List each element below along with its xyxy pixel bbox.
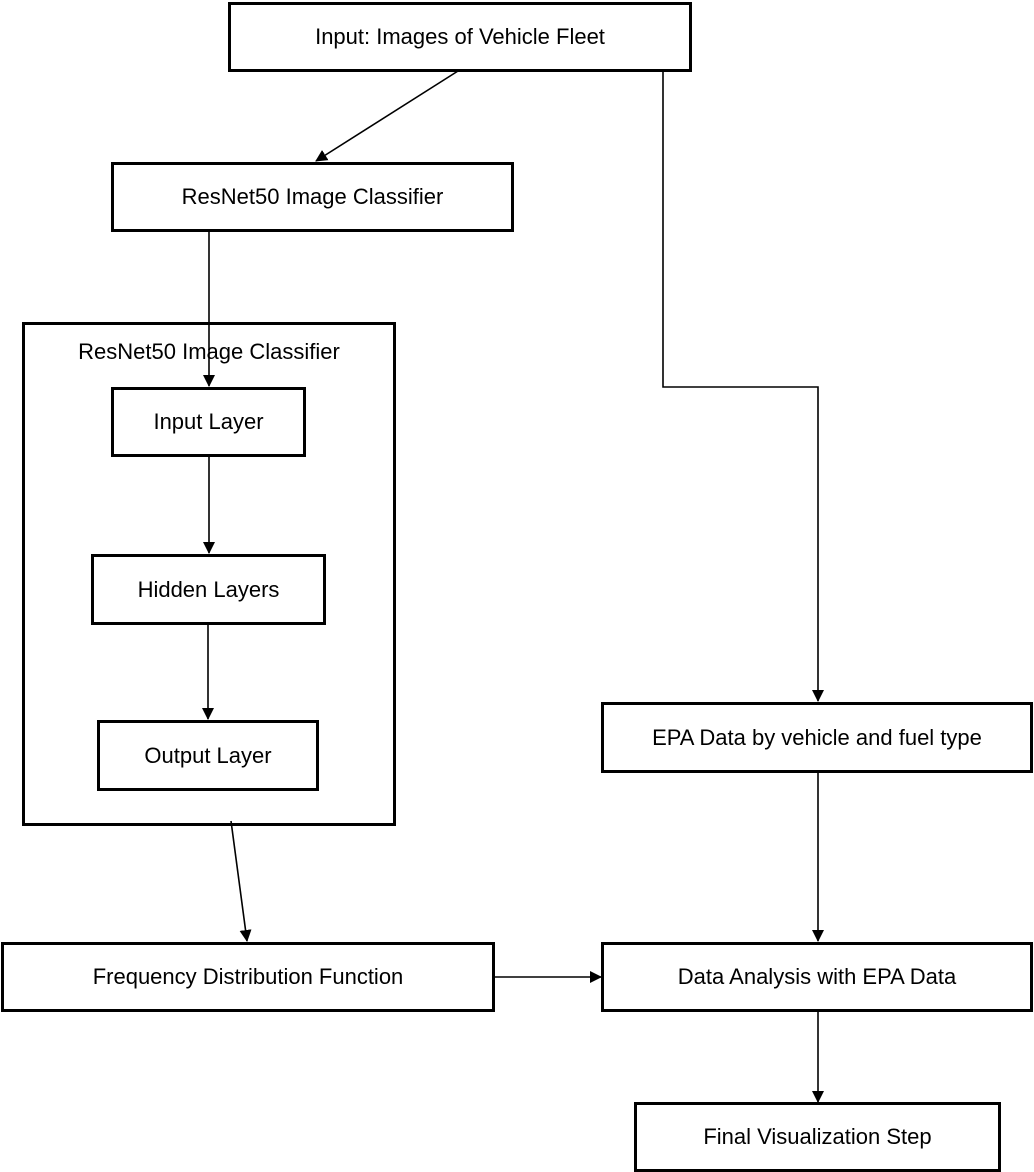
arrow-input-to-epa-data	[662, 71, 824, 702]
node-input-images: Input: Images of Vehicle Fleet	[228, 2, 692, 72]
node-input-layer: Input Layer	[111, 387, 306, 457]
node-classifier: ResNet50 Image Classifier	[111, 162, 514, 232]
arrow-input-to-classifier	[315, 70, 459, 162]
node-output-layer: Output Layer	[97, 720, 319, 791]
arrow-group-to-frequency-function	[230, 820, 252, 942]
node-frequency-function: Frequency Distribution Function	[1, 942, 495, 1012]
node-data-analysis: Data Analysis with EPA Data	[601, 942, 1033, 1012]
node-final-visualization: Final Visualization Step	[634, 1102, 1001, 1172]
node-epa-data: EPA Data by vehicle and fuel type	[601, 702, 1033, 773]
node-hidden-layers: Hidden Layers	[91, 554, 326, 625]
